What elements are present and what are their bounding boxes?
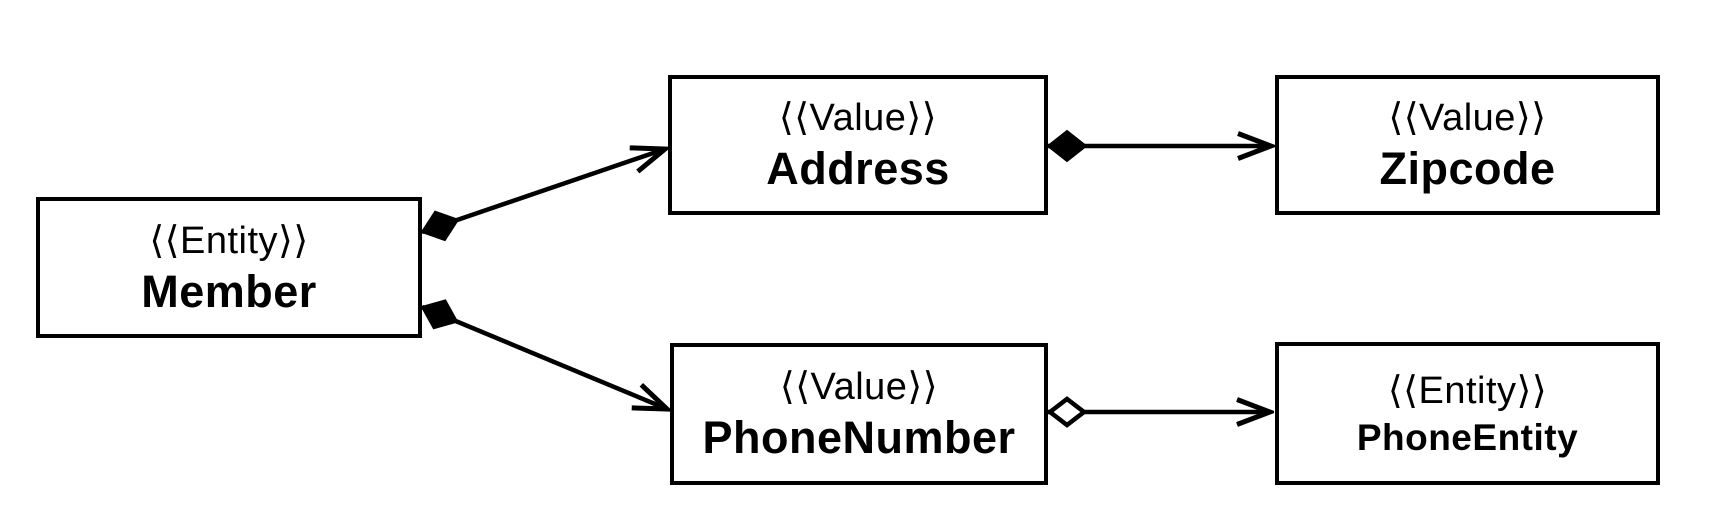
node-phoneentity: ⟨⟨Entity⟩⟩ PhoneEntity [1275,342,1660,485]
connector-member-address [422,149,665,232]
node-phonenumber-stereotype: ⟨⟨Value⟩⟩ [779,366,939,408]
node-address: ⟨⟨Value⟩⟩ Address [668,75,1048,215]
node-address-stereotype: ⟨⟨Value⟩⟩ [778,97,938,139]
node-member-name: Member [141,265,317,317]
node-zipcode: ⟨⟨Value⟩⟩ Zipcode [1275,75,1660,215]
node-member-stereotype: ⟨⟨Entity⟩⟩ [149,219,309,262]
connector-member-phonenumber [422,307,667,409]
node-member: ⟨⟨Entity⟩⟩ Member [36,197,422,338]
node-zipcode-name: Zipcode [1379,143,1556,194]
node-phonenumber-name: PhoneNumber [702,412,1016,463]
node-phonenumber: ⟨⟨Value⟩⟩ PhoneNumber [670,343,1048,485]
node-phoneentity-stereotype: ⟨⟨Entity⟩⟩ [1387,369,1548,412]
node-phoneentity-name: PhoneEntity [1356,416,1579,458]
node-zipcode-stereotype: ⟨⟨Value⟩⟩ [1388,97,1547,139]
node-address-name: Address [766,143,950,194]
